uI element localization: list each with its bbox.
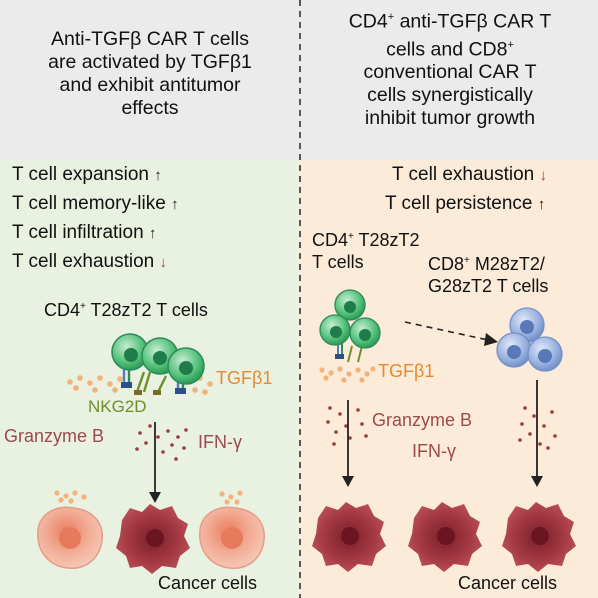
left-effect-item: T cell memory-like ↑ [12,193,179,214]
left-effect-item: T cell expansion ↑ [12,164,162,185]
right-tgf-dots [319,366,376,383]
left-granzyme-label: Granzyme B [4,426,105,446]
left-cytokine-dots [135,424,188,461]
down-arrow-icon [149,422,161,503]
down-arrow-icon: ↓ [159,254,168,271]
tumor-mass-icon [116,504,190,574]
right-title-line: CD4+ anti-TGFβ CAR T [348,10,552,33]
up-arrow-icon: ↑ [537,196,546,213]
cd4-t-cell-icon [319,289,381,349]
right-title-line: cells and CD8+ [386,38,514,60]
left-tgf-label: TGFβ1 [216,368,273,388]
left-effect-item: T cell infiltration ↑ [12,222,157,243]
left-effect-item: T cell exhaustion ↓ [12,251,168,272]
left-ifn-label: IFN-γ [198,432,242,452]
tumor-mass-icon [312,502,576,572]
down-arrow-icon: ↓ [539,167,548,184]
right-cancer-label: Cancer cells [458,573,558,593]
right-effect-item: T cell persistence ↑ [385,193,546,214]
left-cell-label: CD4+ T28zT2 T cells [44,300,208,320]
left-title: Anti-TGFβ CAR T cells are activated by T… [10,28,290,120]
right-cd8-label: CD8+ M28zT2/ G28zT2 T cells [428,254,549,296]
right-title-line: cells synergistically [367,84,533,106]
left-cancer-tgf-dots [54,490,243,505]
right-granzyme-label: Granzyme B [372,410,473,430]
right-ifn-label: IFN-γ [412,441,456,461]
right-title-line: conventional CAR T [363,61,537,83]
left-nkg2d-label: NKG2D [88,397,147,416]
left-cancer-label: Cancer cells [158,573,258,593]
right-tgf-label: TGFβ1 [378,361,435,381]
right-title: CD4+ anti-TGFβ CAR T cells and CD8+ conv… [304,6,596,130]
cancer-cell-icon [37,506,265,569]
left-title-line: effects [121,97,179,119]
dashed-arrow-icon [404,321,498,346]
t-cell-icon [111,333,205,385]
right-header-bg [300,0,598,160]
up-arrow-icon: ↑ [148,225,157,242]
right-cytokine-dots [326,406,557,450]
up-arrow-icon: ↑ [171,196,179,213]
right-cd4-label: CD4+ T28zT2 T cells [312,230,420,272]
left-title-line: Anti-TGFβ CAR T cells [51,28,249,50]
left-title-line: are activated by TGFβ1 [48,51,252,73]
up-arrow-icon: ↑ [154,167,162,184]
cd8-t-cell-icon [496,307,563,372]
left-header-bg [0,0,300,160]
right-effect-item: T cell exhaustion ↓ [392,164,548,185]
left-title-line: and exhibit antitumor [59,74,241,96]
down-arrow-icon [342,380,543,487]
right-title-line: inhibit tumor growth [364,107,536,129]
